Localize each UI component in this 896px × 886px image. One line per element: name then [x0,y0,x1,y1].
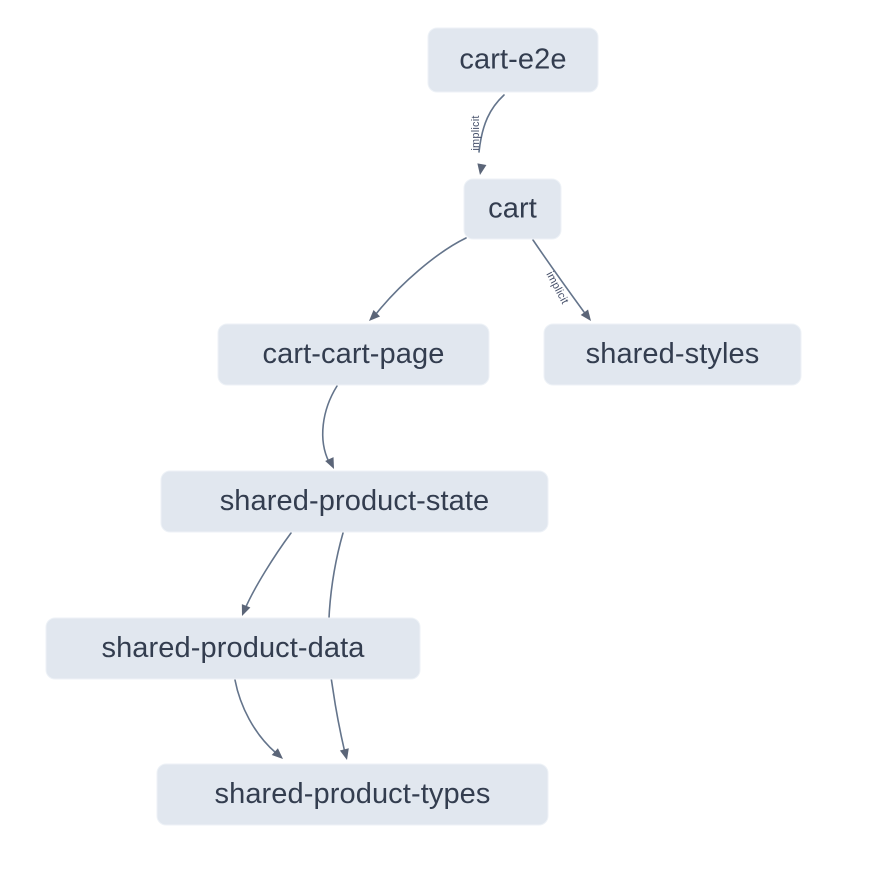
node-cart[interactable]: cart [463,178,562,240]
node-label: cart-e2e [459,44,566,76]
node-cart-e2e[interactable]: cart-e2e [427,27,599,93]
edge-cart-to-shared-styles[interactable] [532,239,595,324]
node-shared-styles[interactable]: shared-styles [543,323,802,386]
edge-shared-product-state-to-shared-product-data[interactable] [238,532,292,618]
edge-line [234,679,277,754]
node-box [160,470,549,533]
edge-line [478,94,505,153]
node-box [463,178,562,240]
arrowhead-icon [339,748,349,760]
edge-line [244,532,292,610]
edge-line [375,237,467,315]
edge-shared-product-data-to-shared-product-types[interactable] [234,679,286,762]
node-label: shared-product-types [214,778,490,810]
edge-label: implicit [470,115,482,150]
edge-line [532,239,585,313]
node-label: cart [488,193,537,225]
arrowhead-icon [325,457,334,469]
node-shared-product-state[interactable]: shared-product-state [160,470,549,533]
node-box [427,27,599,93]
edge-cart-cart-page-to-shared-product-state[interactable] [321,385,338,471]
node-cart-cart-page[interactable]: cart-cart-page [217,323,490,386]
node-box [543,323,802,386]
arrowhead-icon [271,748,283,759]
node-shared-product-types[interactable]: shared-product-types [156,763,549,826]
nodes-layer: cart-e2e cart cart-cart-page shared-styles s… [45,27,802,826]
node-label: shared-styles [586,338,760,370]
arrowhead-icon [241,604,251,616]
edge-cart-e2e-to-cart[interactable] [475,94,505,176]
arrowhead-icon [580,309,591,321]
arrowhead-icon [369,309,381,321]
node-box [217,323,490,386]
edge-line [321,385,338,463]
node-shared-product-data[interactable]: shared-product-data [45,617,421,680]
arrowhead-icon [477,163,487,175]
node-label: shared-product-state [220,485,490,517]
edge-cart-to-cart-cart-page[interactable] [366,237,467,324]
node-box [156,763,549,826]
node-label: cart-cart-page [263,338,445,370]
node-label: shared-product-data [101,632,365,664]
node-box [45,617,421,680]
